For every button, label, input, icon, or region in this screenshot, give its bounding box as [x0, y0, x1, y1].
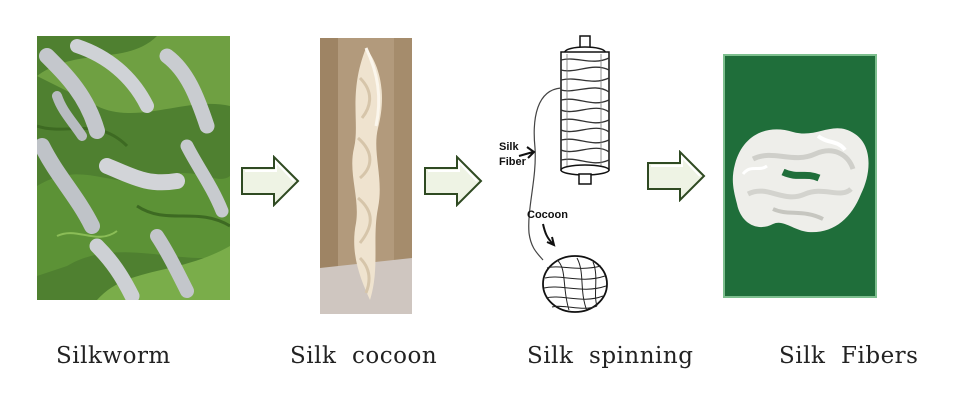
silk-fibers-image	[723, 54, 877, 298]
silk-fiber-label-line2: Fiber	[499, 156, 527, 168]
cocoon-pointer-icon	[542, 223, 556, 247]
silk-fibers-illustration	[723, 54, 877, 298]
cocoon-drawing	[542, 255, 608, 313]
fiber-pointer-icon	[518, 146, 536, 159]
silk-fiber-thread	[528, 87, 562, 261]
silk-cocoon-image	[320, 38, 412, 314]
step-caption-silk-spinning: Silk spinning	[527, 343, 694, 369]
arrow-right-icon	[424, 155, 483, 207]
cocoon-label: Cocoon	[527, 209, 568, 221]
step-caption-silk-fibers: Silk Fibers	[779, 343, 919, 369]
spinning-diagram: Silk Fiber Cocoon	[499, 35, 610, 313]
silk-spinning-image: Silk Fiber Cocoon	[497, 28, 627, 318]
cocoon-strand-illustration	[320, 38, 412, 314]
silk-fiber-label-line1: Silk	[499, 141, 519, 153]
silkworm-image	[37, 36, 230, 300]
arrow-right-icon	[241, 155, 300, 207]
silkworm-illustration	[37, 36, 230, 300]
arrow-right-icon	[647, 150, 706, 202]
step-caption-silkworm: Silkworm	[56, 343, 171, 369]
spool-bottom-peg	[578, 173, 592, 185]
step-caption-silk-cocoon: Silk cocoon	[290, 343, 438, 369]
